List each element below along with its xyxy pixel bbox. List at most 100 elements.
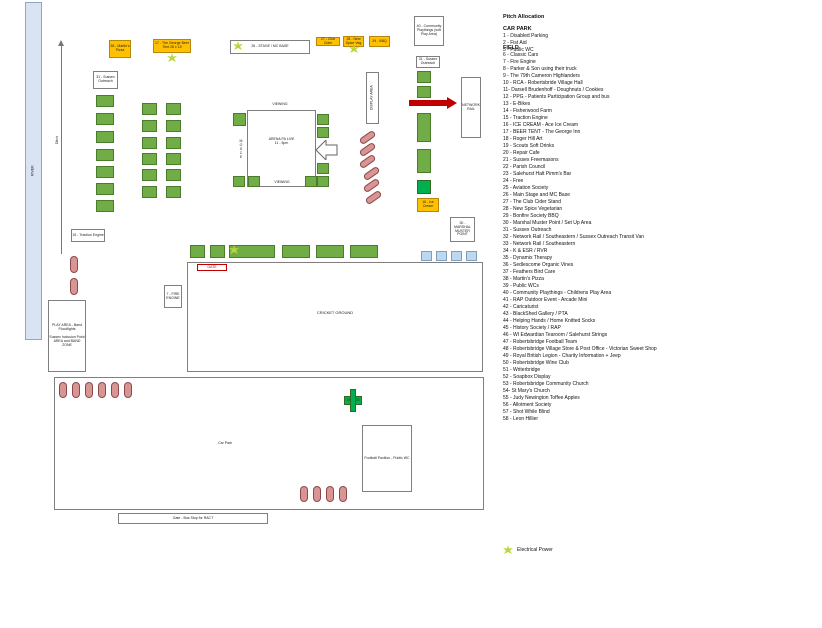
stall-green xyxy=(210,245,225,258)
legend-entry: 2 - Fist Aid xyxy=(503,40,527,46)
stall-green xyxy=(96,95,114,107)
legend-entry: 49 - Royal British Legion - Charity Info… xyxy=(503,353,621,359)
viewing-bottom: VIEWING xyxy=(274,179,290,184)
stall-blue xyxy=(466,251,477,261)
legend-entry: 54- St Mary's Church xyxy=(503,388,550,394)
stall-pink xyxy=(98,382,106,398)
car-park: Car Park xyxy=(54,377,484,510)
legend-entry: 29 - Bonfire Society BBQ xyxy=(503,213,559,219)
legend-entry: 18 - Roger Hill Art xyxy=(503,136,543,142)
legend-entry: 57 - Shot While Blind xyxy=(503,409,550,415)
legend-entry: 20 - Repair Cafe xyxy=(503,150,540,156)
stall-green xyxy=(233,113,246,126)
stall-green xyxy=(96,166,114,178)
stall-green xyxy=(166,137,181,149)
legend-entry: 17 - BEER TENT - The George Inn xyxy=(503,129,581,135)
legend-entry: 12 - PPG - Patients Participation Group … xyxy=(503,94,610,100)
red-arrow-icon xyxy=(409,97,457,109)
stall-green xyxy=(417,71,431,83)
stall-blue xyxy=(451,251,462,261)
legend-entry: 23 - Salehurst Halt Pimm's Bar xyxy=(503,171,572,177)
legend-entry: 14 - Fisherwood Farm xyxy=(503,108,552,114)
stall-green xyxy=(229,245,275,258)
legend-entry: 50 - Robertsbridge Wine Club xyxy=(503,360,569,366)
stall-green xyxy=(166,120,181,132)
stall-green xyxy=(248,176,260,187)
legend-entry: 1 - Disabled Parking xyxy=(503,33,549,39)
stall-7-fire-engine: 7 - FIRE ENGINE xyxy=(164,285,182,308)
river-label: RIVER xyxy=(30,165,35,177)
stall-green xyxy=(166,186,181,198)
electrical-power-label: Electrical Power xyxy=(517,547,553,553)
legend-entry: 7 - Fire Engine xyxy=(503,59,536,65)
stall-green xyxy=(166,103,181,115)
legend-entry: 58 - Leon Hillier xyxy=(503,416,539,422)
electrical-power-icon xyxy=(229,245,239,254)
stall-pink xyxy=(70,256,78,273)
stall-17-beer-tent: 17 - The George Beer Tent 28 x 15 xyxy=(153,39,191,53)
legend-entry: 32 - Network Rail / Southeastern / Susse… xyxy=(503,234,645,240)
stall-green xyxy=(142,153,157,165)
legend-entry: 26 - Main Stage and MC Base xyxy=(503,192,570,198)
legend-entry: 44 - Helping Hands / Home Knitted Socks xyxy=(503,318,596,324)
stall-pink xyxy=(300,486,308,502)
legend-entry: 25 - Aviation Society xyxy=(503,185,549,191)
legend-entry: 19 - Scouts Soft Drinks xyxy=(503,143,555,149)
legend-entry: 56 - Allotment Society xyxy=(503,402,552,408)
field-heading: FIELD xyxy=(503,45,519,51)
legend-entry: 46 - WI Edwardian Tearoom / Salehurst St… xyxy=(503,332,608,338)
cricket-label: CRICKET GROUND xyxy=(316,310,354,315)
stall-pink xyxy=(59,382,67,398)
legend-entry: 43 - BlackShed Gallery / PTA xyxy=(503,311,568,317)
stall-pink xyxy=(72,382,80,398)
legend-entry: 52 - Soapbox Display xyxy=(503,374,551,380)
river: RIVER xyxy=(25,2,42,340)
stall-green xyxy=(190,245,205,258)
stall-pink xyxy=(124,382,132,398)
football-pavilion: Football Pavilion - Public WC xyxy=(362,425,412,492)
legend-entry: 10 - RCA - Robertsbride Village Hall xyxy=(503,80,583,86)
stall-30-muster: 30 - MARSHAL MUSTER POINT xyxy=(450,217,475,242)
legend-entry: 30 - Marshal Muster Point / Set Up Area xyxy=(503,220,592,226)
legend: Pitch Allocation CAR PARK 1 - Disabled P… xyxy=(503,14,803,422)
arena-side-label: M O S C E xyxy=(239,139,243,159)
stall-blue xyxy=(436,251,447,261)
legend-entry: 37 - Feathers Bird Care xyxy=(503,269,556,275)
stall-pink xyxy=(111,382,119,398)
stall-15-traction: 15 - Traction Engine xyxy=(71,229,105,242)
legend-title: Pitch Allocation xyxy=(503,14,545,20)
stall-26-stage: 26 - STAGE / MC BASE xyxy=(230,40,310,54)
legend-entry: 51 - Writerbridge xyxy=(503,367,541,373)
stall-green xyxy=(142,169,157,181)
stall-green xyxy=(96,149,114,161)
electrical-power-icon xyxy=(167,53,177,62)
stall-green xyxy=(142,137,157,149)
play-area: PLAY AREA - Band Floodlights Sussex Incl… xyxy=(48,300,86,372)
stall-green xyxy=(96,200,114,212)
stall-blue xyxy=(421,251,432,261)
legend-entry: 38 - Martin's Pizza xyxy=(503,276,544,282)
stall-traction-top: 31 - Sussex Outreach xyxy=(93,71,118,89)
stall-green xyxy=(317,114,329,125)
stall-green xyxy=(282,245,310,258)
stall-pink xyxy=(70,278,78,295)
stall-pink xyxy=(85,382,93,398)
legend-entry: 13 - E-Bikes xyxy=(503,101,531,107)
ditch-arrowhead xyxy=(58,40,64,46)
stall-green xyxy=(142,103,157,115)
stall-green xyxy=(233,176,245,187)
legend-entry: 24 - Free xyxy=(503,178,524,184)
stall-green xyxy=(316,245,344,258)
stall-27-cider: 27 - Club Cider xyxy=(316,37,340,46)
legend-entry: 34 - K & ESR / RVR xyxy=(503,248,548,254)
stall-pink xyxy=(339,486,347,502)
ditch-line xyxy=(61,44,62,254)
legend-entry: 40 - Community Playthings - Childrens Pl… xyxy=(503,290,612,296)
legend-entry: 6 - Classic Cars xyxy=(503,52,539,58)
legend-entry: 3 - Public WC xyxy=(503,47,534,53)
legend-entry: 22 - Parish Council xyxy=(503,164,546,170)
stall-pink xyxy=(313,486,321,502)
legend-entry: 35 - Dynamix Therapy xyxy=(503,255,553,261)
stall-40-community: 40 - Community Playthings (soft Play Are… xyxy=(414,16,444,46)
